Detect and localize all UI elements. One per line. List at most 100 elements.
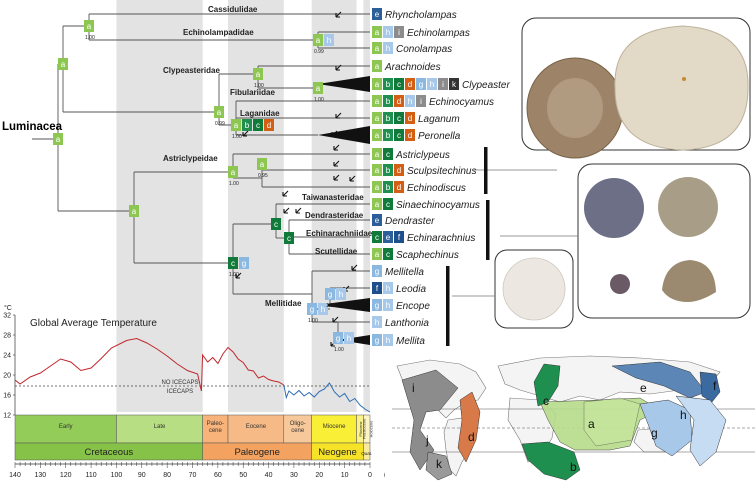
epoch-label-line: Paleo- <box>207 421 224 427</box>
taxon-rhyncholampas-box-e-fill <box>372 8 382 20</box>
time-tick-label: 10 <box>341 472 349 479</box>
ancestral-node-15-box-g-fill <box>325 288 335 300</box>
epoch-label-0: Early <box>59 424 73 430</box>
taxon-peronella-box-c-fill <box>394 129 404 141</box>
taxon-echinodiscus-box-b-label: b <box>386 183 391 192</box>
taxon-scaphechinus-box-a-fill <box>372 248 382 260</box>
taxon-leodia-box-h-fill <box>383 282 393 294</box>
taxon-encope-box-g-label: g <box>375 301 379 310</box>
ancestral-node-4-box-a-label: a <box>217 108 222 117</box>
clade-bar-mellitidae <box>446 266 450 346</box>
ancestral-node-14-box-g-label: g <box>310 305 314 314</box>
temp-title: Global Average Temperature <box>30 318 157 329</box>
taxon-peronella-box-b: b <box>383 129 393 141</box>
taxon-name: Rhyncholampas <box>385 10 457 21</box>
taxon-leodia-box-f-label: f <box>376 284 379 293</box>
region-label-f: f <box>713 379 717 393</box>
taxon-mellitella-box-g-label: g <box>375 267 379 276</box>
ancestral-node-0-box-a: a <box>53 133 63 145</box>
taxon-echinodiscus-box-a-label: a <box>375 183 380 192</box>
taxon-echinolampas-box-h: h <box>383 26 393 38</box>
taxon-echinodiscus-box-a: a <box>372 181 382 193</box>
taxon-clypeaster-box-g-fill <box>416 78 426 90</box>
taxon-astriclypeus-box-a-label: a <box>375 150 380 159</box>
epoch-cell-0 <box>14 414 117 444</box>
taxon-peronella-box-a-label: a <box>375 131 380 140</box>
family-label-mellitidae: Mellitidae <box>265 299 302 308</box>
ancestral-node-10-box-c: c <box>271 218 281 230</box>
taxon-sculpsitechinus-box-a-label: a <box>375 166 380 175</box>
taxon-echinodiscus-box-b-fill <box>383 181 393 193</box>
support-value: 1.00 <box>334 347 344 353</box>
taxon-sinaechinocyamus-box-c: c <box>383 198 393 210</box>
taxon-laganum-box-a-fill <box>372 112 382 124</box>
temp-unit-label: °C <box>4 304 12 312</box>
taxon-echinocyamus-box-h-label: h <box>408 97 412 106</box>
shift-arrow-12 <box>235 272 242 279</box>
support-value: 0.95 <box>258 173 268 179</box>
photo-scaphechinus <box>662 260 716 302</box>
taxon-sinaechinocyamus-box-a-fill <box>372 198 382 210</box>
epoch-cell-4 <box>283 414 312 444</box>
shift-arrow-1 <box>335 64 342 71</box>
ancestral-node-5-box-a-fill <box>253 68 263 80</box>
taxon-astriclypeus-box-c-label: c <box>386 150 390 159</box>
time-tick-label: 80 <box>163 472 171 479</box>
taxon-name: Echinarachnius <box>407 233 475 244</box>
ancestral-node-12-box-h: h <box>324 34 334 46</box>
taxon-echinarachnius-box-e-label: e <box>386 233 391 242</box>
taxon-rhyncholampas-box-e-label: e <box>375 10 380 19</box>
family-label-taiwanasteridae: Taiwanasteridae <box>302 193 364 202</box>
ancestral-node-10-box-c-label: c <box>274 220 278 229</box>
ancestral-node-16-box-g-label: g <box>336 334 340 343</box>
taxon-clypeaster-box-i-label: i <box>442 80 444 89</box>
ancestral-node-4-box-a: a <box>214 106 224 118</box>
ancestral-node-8-box-g-label: g <box>242 259 246 268</box>
taxon-peronella-box-d: d <box>405 129 415 141</box>
support-value: 1.00 <box>308 318 318 324</box>
taxon-leodia-box-f-fill <box>372 282 382 294</box>
taxon-clypeaster-box-i: i <box>438 78 448 90</box>
shift-arrow-14 <box>332 316 339 323</box>
taxon-echinocyamus-box-h: h <box>405 95 415 107</box>
shift-arrow-4 <box>242 130 249 137</box>
epoch-label-6: Pliocene <box>358 421 363 437</box>
taxon-echinodiscus-box-d: d <box>394 181 404 193</box>
taxon-encope-box-g-fill <box>372 299 382 311</box>
taxon-peronella-box-d-label: d <box>408 131 412 140</box>
taxon-echinocyamus-box-a-fill <box>372 95 382 107</box>
taxon-clypeaster-box-c: c <box>394 78 404 90</box>
period-label-3: Quat. <box>361 451 372 456</box>
ancestral-node-15-box-h-fill <box>336 288 346 300</box>
taxon-echinolampas-box-i: i <box>394 26 404 38</box>
taxon-laganum-box-c: c <box>394 112 404 124</box>
shift-arrow-5 <box>282 190 289 197</box>
epoch-label-line: Miocene <box>323 424 346 430</box>
taxon-clypeaster-box-b: b <box>383 78 393 90</box>
time-tick-label: 60 <box>214 472 222 479</box>
ancestral-node-7-box-d-label: d <box>267 121 271 130</box>
ancestral-node-0: a <box>53 133 63 145</box>
taxon-leodia-box-f: f <box>372 282 382 294</box>
taxon-echinolampas-box-i-label: i <box>398 28 400 37</box>
epoch-label-2: Paleo-cene <box>207 421 224 434</box>
taxon-arachnoides-box-a-label: a <box>375 62 380 71</box>
taxon-scaphechinus-box-a-label: a <box>375 250 380 259</box>
ancestral-node-7-box-b-label: b <box>245 121 250 130</box>
family-label-scutellidae: Scutellidae <box>315 247 358 256</box>
taxon-clypeaster-box-b-fill <box>383 78 393 90</box>
taxon-sculpsitechinus-box-b-fill <box>383 164 393 176</box>
time-tick-label: 0 <box>368 472 372 479</box>
taxon-peronella-box-d-fill <box>405 129 415 141</box>
taxon-conolampas-box-h-fill <box>383 42 393 54</box>
taxon-conolampas-box-a-fill <box>372 42 382 54</box>
